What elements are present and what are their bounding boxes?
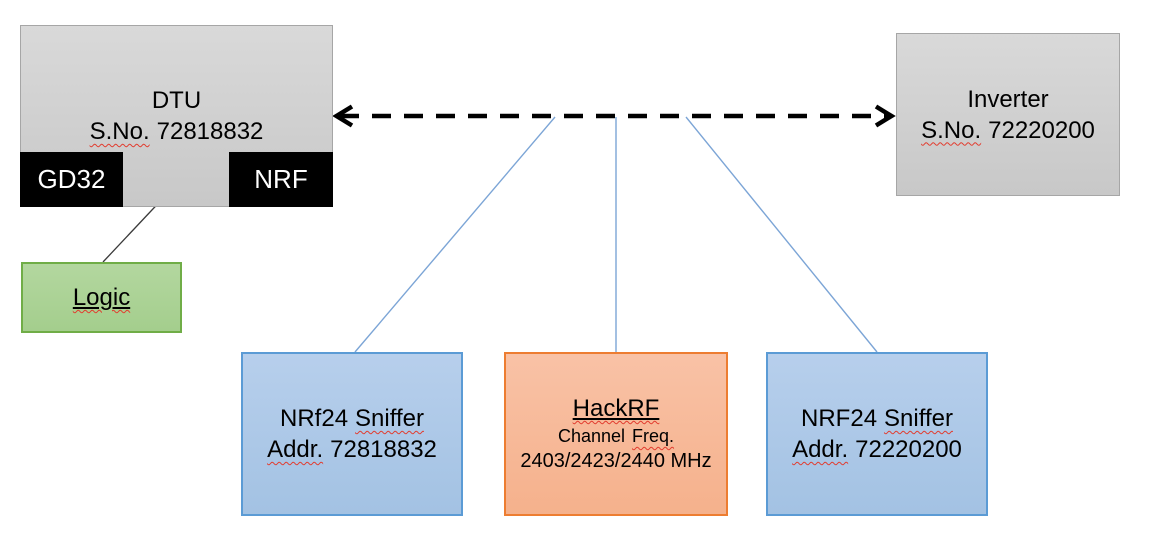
dtu-inverter-dashed-arrow bbox=[332, 104, 896, 128]
arrowhead-left-icon bbox=[332, 104, 354, 128]
sniffer-left-title-word2: Sniffer bbox=[355, 405, 424, 432]
hackrf-freq-word2: Freq. bbox=[632, 426, 675, 446]
hackrf-title-line: HackRF bbox=[573, 394, 660, 424]
inverter-title: Inverter bbox=[967, 85, 1049, 113]
sniffer-right-title-word1: NRF24 bbox=[801, 405, 878, 432]
sniffer-right-address: Addr.72220200 bbox=[792, 434, 962, 465]
hackrf-freq-word1: Channel bbox=[557, 426, 626, 446]
inverter-serial: S.No.72220200 bbox=[921, 115, 1095, 146]
hackrf-title: HackRF bbox=[572, 395, 660, 422]
hackrf-freq-label: Channel Freq. bbox=[558, 424, 674, 448]
dtu-serial-label: S.No. bbox=[89, 118, 150, 145]
hackrf-box: HackRF Channel Freq. 2403/2423/2440 MHz bbox=[504, 352, 728, 516]
dtu-serial-value: 72818832 bbox=[156, 118, 264, 145]
logic-box: Logic bbox=[21, 262, 182, 333]
sniffer-left-addr-value: 72818832 bbox=[330, 436, 437, 463]
inverter-box: Inverter S.No.72220200 bbox=[896, 33, 1120, 196]
gd32-chip-label: GD32 bbox=[37, 164, 106, 194]
dtu-title: DTU bbox=[151, 87, 202, 114]
dtu-serial: S.No.72818832 bbox=[90, 116, 264, 147]
tap-line-sniffer-right bbox=[685, 116, 878, 353]
logic-label: Logic bbox=[72, 284, 131, 311]
nrf-chip-label: NRF bbox=[254, 164, 308, 194]
inverter-serial-value: 72220200 bbox=[988, 116, 1095, 144]
nrf-chip: NRF bbox=[229, 152, 333, 207]
hackrf-frequencies: 2403/2423/2440 MHz bbox=[520, 450, 712, 472]
sniffer-left-title-word1: NRf24 bbox=[280, 405, 349, 432]
gd32-chip: GD32 bbox=[20, 152, 123, 207]
arrowhead-right-icon bbox=[874, 104, 896, 128]
sniffer-left-addr-label: Addr. bbox=[267, 436, 324, 463]
sniffer-left-address: Addr.72818832 bbox=[267, 434, 437, 465]
sniffer-right-addr-label: Addr. bbox=[792, 436, 849, 463]
sniffer-right-title-word2: Sniffer bbox=[884, 405, 953, 432]
tap-line-sniffer-left bbox=[354, 116, 556, 353]
inverter-serial-label: S.No. bbox=[921, 116, 982, 144]
sniffer-right-addr-value: 72220200 bbox=[855, 436, 962, 463]
